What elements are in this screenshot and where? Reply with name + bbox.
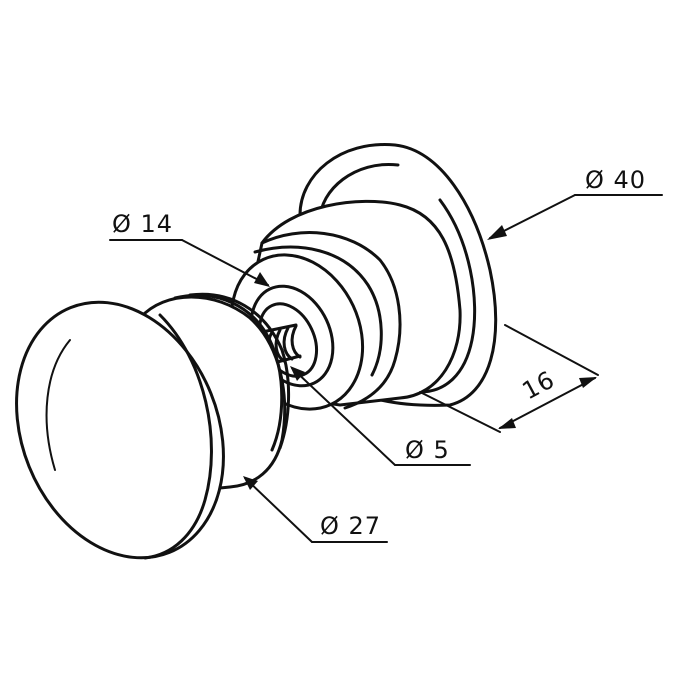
dimension-knob-base: Ø 27 <box>243 476 388 543</box>
dimension-label-neck: Ø 14 <box>112 210 173 238</box>
dimension-label-outer-flange: Ø 40 <box>585 166 646 194</box>
dimension-label-screw: Ø 5 <box>405 436 450 464</box>
dimension-neck: Ø 14 <box>109 210 270 287</box>
dimension-label-knob-base: Ø 27 <box>320 512 381 540</box>
dimension-outer-flange: Ø 40 <box>487 166 663 240</box>
dimension-screw: Ø 5 <box>290 366 471 466</box>
knob-cap <box>15 300 225 560</box>
